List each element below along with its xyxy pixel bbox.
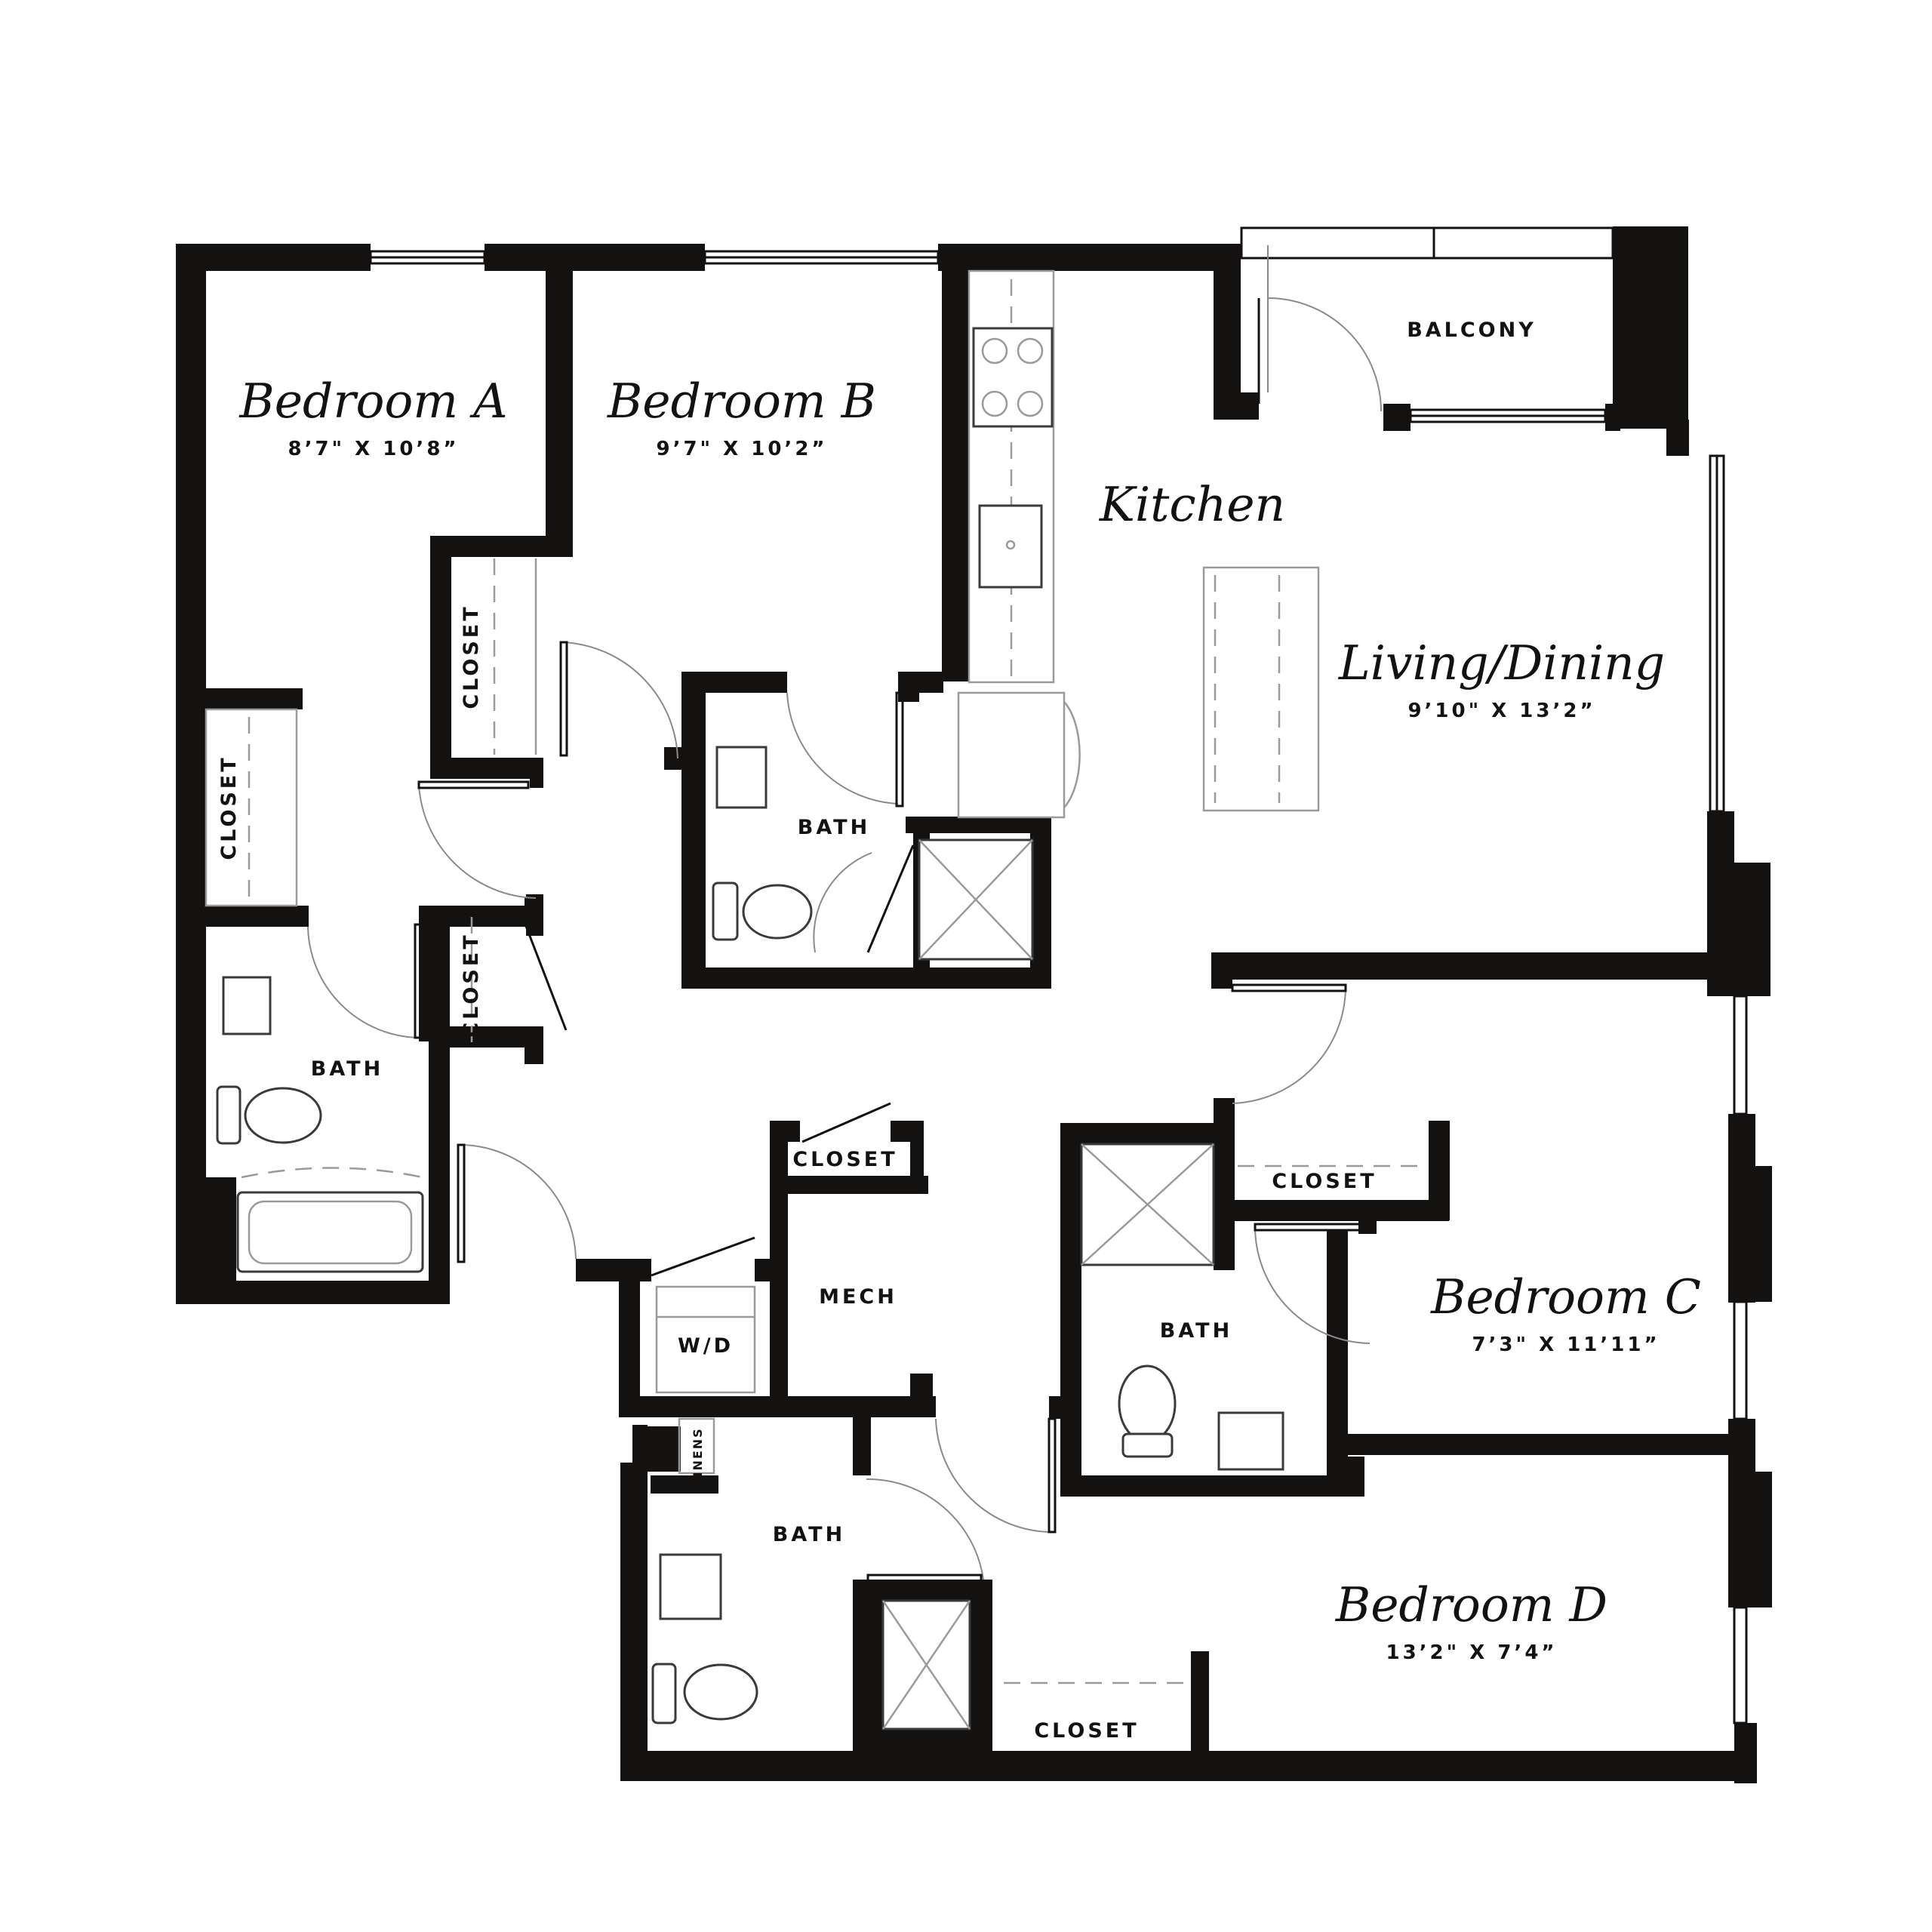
wall-balcony-column — [1613, 226, 1688, 429]
window-bedroom-c — [1733, 995, 1748, 1115]
kitchen-island — [1202, 566, 1320, 812]
label-closet-bedroom-c: CLOSET — [1272, 1170, 1377, 1193]
kitchen-counter — [968, 269, 1055, 684]
room-name-bedroom-d: Bedroom D — [1335, 1577, 1607, 1632]
sink-icon — [1217, 1411, 1284, 1471]
room-labels: Bedroom A 8’7" X 10’8” Bedroom B 9’7" X … — [217, 318, 1701, 1743]
label-bath-b: BATH — [798, 816, 870, 839]
label-mech: MECH — [819, 1285, 897, 1309]
label-linens: LINENS — [691, 1427, 705, 1485]
room-name-living-dining: Living/Dining — [1338, 635, 1665, 691]
label-wd: W/D — [678, 1334, 734, 1358]
label-closet-core: CLOSET — [792, 1148, 897, 1171]
toilet-icon — [651, 1663, 677, 1724]
room-dims-bedroom-a: 8’7" X 10’8” — [288, 438, 460, 460]
bath-c-walls — [1049, 1098, 1728, 1497]
toilet-icon — [712, 881, 739, 941]
toilet-icon — [1118, 1364, 1177, 1443]
cooktop-icon — [972, 327, 1054, 428]
bath-d-walls — [635, 1426, 1209, 1753]
toilet-icon — [216, 1085, 242, 1145]
room-name-bedroom-a: Bedroom A — [238, 374, 507, 429]
washer-dryer-icon — [655, 1285, 756, 1394]
label-bath-d: BATH — [773, 1523, 845, 1546]
sink-icon — [222, 976, 272, 1035]
label-bath-c: BATH — [1160, 1319, 1232, 1343]
wall-bottom — [620, 1751, 1757, 1781]
bathtub-icon — [236, 1191, 424, 1273]
room-dims-bedroom-d: 13’2" X 7’4” — [1386, 1641, 1558, 1664]
label-balcony: BALCONY — [1407, 318, 1537, 342]
room-dims-bedroom-c: 7’3" X 11’11” — [1472, 1334, 1660, 1356]
label-closet-bedroom-a: CLOSET — [217, 755, 241, 860]
window-bedroom-d — [1733, 1606, 1748, 1724]
sink-icon — [715, 746, 768, 809]
wall-left — [176, 244, 206, 1304]
wall-living-bedroom-c — [1211, 952, 1734, 980]
bath-a-walls — [176, 688, 543, 1304]
door-swings — [307, 245, 1382, 1583]
label-closet-hall: CLOSET — [460, 932, 483, 1037]
room-dims-bedroom-b: 9’7" X 10’2” — [657, 438, 828, 460]
kitchen-sink-icon — [978, 504, 1043, 589]
room-name-kitchen: Kitchen — [1099, 477, 1285, 532]
label-closet-bedroom-b: CLOSET — [460, 604, 483, 709]
windows — [369, 226, 1748, 1724]
wall-top-bedroom-a — [176, 244, 371, 271]
label-closet-bedroom-d: CLOSET — [1034, 1719, 1139, 1743]
fixtures — [205, 269, 1426, 1730]
sink-icon — [659, 1553, 722, 1620]
label-bath-a: BATH — [311, 1057, 383, 1081]
core-walls — [576, 1121, 936, 1475]
fridge-icon — [957, 691, 1066, 819]
room-name-bedroom-b: Bedroom B — [607, 374, 876, 429]
room-name-bedroom-c: Bedroom C — [1430, 1269, 1701, 1324]
room-dims-living-dining: 9’10" X 13’2” — [1407, 700, 1595, 722]
walls — [176, 226, 1772, 1783]
